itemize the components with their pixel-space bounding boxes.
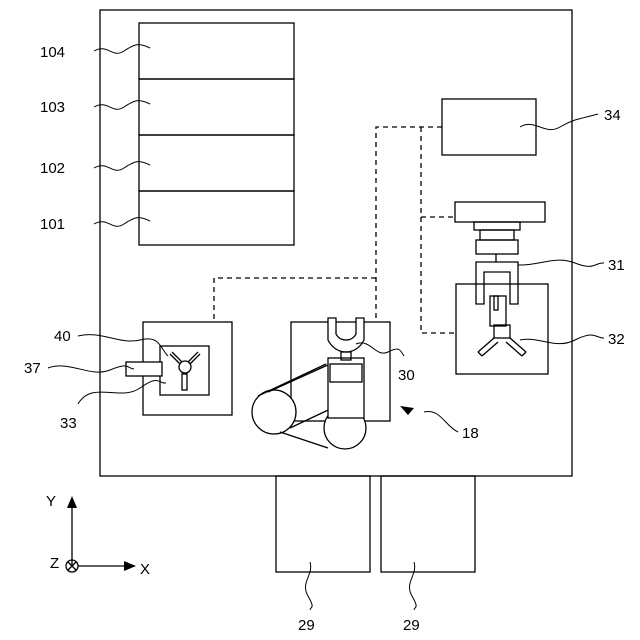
signal-to-stage — [214, 278, 376, 322]
label-33: 33 — [60, 415, 77, 432]
leader-103 — [94, 101, 150, 110]
stage-arm-b — [188, 352, 200, 364]
unit-101 — [139, 191, 294, 245]
coordinate-axes — [66, 496, 136, 572]
controller-34 — [442, 99, 536, 155]
label-31: 31 — [608, 257, 625, 274]
robot-hand-30 — [328, 318, 364, 352]
leader-33 — [78, 380, 166, 404]
leader-18 — [424, 411, 458, 432]
label-18: 18 — [462, 425, 479, 442]
leader-30 — [356, 343, 404, 356]
coupling-lower — [476, 240, 518, 254]
axis-label-y: Y — [46, 493, 56, 510]
signal-lines — [214, 127, 456, 333]
leader-104 — [94, 45, 150, 54]
stage-arm-c — [182, 374, 187, 390]
load-port-right — [381, 476, 475, 572]
aligner-arm-right — [506, 338, 526, 356]
label-32: 32 — [608, 331, 625, 348]
coupling-upper — [474, 222, 520, 230]
stage-arm-a — [170, 352, 182, 364]
aligner-pin — [494, 296, 498, 310]
leader-102 — [94, 162, 150, 171]
signal-to-aligner — [421, 127, 456, 333]
leader-32 — [520, 335, 604, 344]
label-29-right: 29 — [403, 617, 420, 634]
leader-29-right — [409, 562, 416, 610]
leader-29-left — [305, 562, 312, 610]
axis-label-z: Z — [50, 555, 59, 572]
unit-104 — [139, 23, 294, 79]
label-29-left: 29 — [298, 617, 315, 634]
robot-18 — [252, 318, 458, 449]
aligner-arm-left — [478, 338, 498, 356]
axis-label-x: X — [140, 561, 150, 578]
label-103: 103 — [40, 99, 65, 116]
aligner-assembly — [455, 202, 604, 374]
leader-101 — [94, 218, 150, 227]
signal-to-robot — [376, 127, 442, 322]
stacked-units — [139, 23, 294, 245]
label-102: 102 — [40, 160, 65, 177]
stage-assembly — [48, 322, 232, 415]
unit-103 — [139, 79, 294, 135]
label-37: 37 — [24, 360, 41, 377]
load-ports — [276, 476, 475, 610]
robot-pulley-left — [252, 390, 296, 434]
label-30: 30 — [398, 367, 415, 384]
leader-37 — [48, 366, 134, 372]
leader-31 — [518, 260, 604, 266]
x-axis-arrow — [124, 561, 136, 571]
pin-37 — [126, 362, 162, 376]
aligner-hub — [494, 325, 510, 338]
arrow-18 — [400, 406, 414, 415]
leader-34 — [520, 114, 598, 130]
stage-hub — [179, 361, 191, 373]
leader-40 — [78, 335, 168, 356]
label-104: 104 — [40, 44, 65, 61]
aligner-chamber-32 — [456, 284, 548, 374]
label-101: 101 — [40, 216, 65, 233]
coupling-body — [480, 230, 514, 240]
label-40: 40 — [54, 328, 71, 345]
robot-column — [328, 358, 364, 418]
label-34: 34 — [604, 107, 621, 124]
motor-block — [455, 202, 545, 222]
unit-102 — [139, 135, 294, 191]
load-port-left — [276, 476, 370, 572]
y-axis-arrow — [67, 496, 77, 508]
